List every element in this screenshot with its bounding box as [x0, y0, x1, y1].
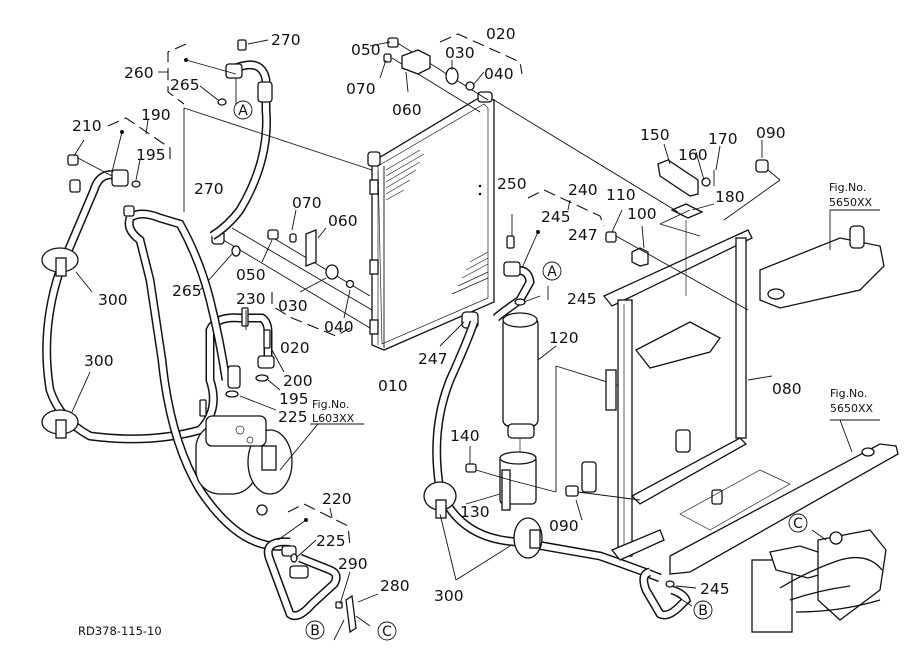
label-195: 195 [136, 146, 166, 164]
label-230: 230 [236, 290, 266, 308]
label-265: 265 [172, 282, 202, 300]
label-245: 245 [700, 580, 730, 598]
label-130: 130 [460, 503, 490, 521]
figure-ref-l603xx[interactable]: Fig.No. L603XX [312, 398, 355, 425]
marker-a-mid-label: A [547, 264, 557, 280]
label-225: 225 [278, 408, 308, 426]
receiver-dryer-120 [502, 312, 539, 458]
hose-discharge [123, 205, 285, 551]
figure-ref-line1: Fig.No. [829, 181, 866, 194]
figure-ref-line2: L603XX [312, 412, 355, 425]
figure-ref-line1: Fig.No. [312, 398, 349, 411]
label-247: 247 [568, 226, 598, 244]
marker-c-left: C [377, 621, 397, 641]
label-245: 245 [541, 208, 571, 226]
label-280: 280 [380, 577, 410, 595]
cable-tie-300-left [41, 247, 79, 439]
figure-ref-5650xx-upper[interactable]: Fig.No. 5650XX [829, 181, 873, 209]
label-247: 247 [418, 350, 448, 368]
label-050: 050 [236, 266, 266, 284]
label-300: 300 [434, 587, 464, 605]
label-020: 020 [486, 25, 516, 43]
label-220: 220 [322, 490, 352, 508]
label-250: 250 [497, 175, 527, 193]
label-245: 245 [567, 290, 597, 308]
label-040: 040 [324, 318, 354, 336]
label-200: 200 [283, 372, 313, 390]
condenser-010 [367, 91, 495, 351]
label-020: 020 [280, 339, 310, 357]
label-030: 030 [445, 44, 475, 62]
label-030: 030 [278, 297, 308, 315]
marker-c-inset-label: C [793, 516, 803, 532]
label-090: 090 [756, 124, 786, 142]
marker-b-left: B [305, 620, 325, 640]
inset-radiator-view [751, 529, 887, 633]
label-265: 265 [170, 76, 200, 94]
cross-member-5650xx-lower [669, 443, 899, 575]
figure-ref-5650xx-lower[interactable]: Fig.No. 5650XX [830, 387, 874, 415]
figure-ref-line2: 5650XX [830, 402, 874, 415]
marker-b-right: B [693, 600, 713, 620]
label-270: 270 [271, 31, 301, 49]
label-140: 140 [450, 427, 480, 445]
figure-ref-line1: Fig.No. [830, 387, 867, 400]
label-120: 120 [549, 329, 579, 347]
marker-c-left-label: C [382, 624, 392, 640]
label-290: 290 [338, 555, 368, 573]
marker-a-mid: A [542, 261, 562, 281]
label-195: 195 [279, 390, 309, 408]
label-300: 300 [98, 291, 128, 309]
marker-b-left-label: B [310, 623, 320, 639]
mid-bracket-group [211, 227, 373, 329]
label-080: 080 [772, 380, 802, 398]
figure-ref-line2: 5650XX [829, 196, 873, 209]
frame-080 [565, 229, 753, 561]
hose-260 [209, 39, 273, 240]
label-090: 090 [549, 517, 579, 535]
label-170: 170 [708, 130, 738, 148]
marker-a-top-label: A [238, 103, 248, 119]
cable-tie-300-bottom [423, 481, 543, 559]
marker-b-right-label: B [698, 603, 708, 619]
label-060: 060 [328, 212, 358, 230]
label-070: 070 [292, 194, 322, 212]
label-100: 100 [627, 205, 657, 223]
label-180: 180 [715, 188, 745, 206]
label-260: 260 [124, 64, 154, 82]
label-010: 010 [378, 377, 408, 395]
label-050: 050 [351, 41, 381, 59]
clamp-130 [465, 451, 537, 511]
label-070: 070 [346, 80, 376, 98]
label-150: 150 [640, 126, 670, 144]
label-110: 110 [606, 186, 636, 204]
marker-c-inset: C [788, 513, 808, 533]
part-labels: 270 260 265 190 210 195 270 070 060 050 … [72, 25, 802, 605]
pipe-end-b [639, 567, 692, 620]
label-210: 210 [72, 117, 102, 135]
drawing-code: RD378-115-10 [78, 624, 162, 638]
label-040: 040 [484, 65, 514, 83]
label-300: 300 [84, 352, 114, 370]
label-060: 060 [392, 101, 422, 119]
cross-member-5650xx-upper [759, 225, 885, 309]
label-160: 160 [678, 146, 708, 164]
label-240: 240 [568, 181, 598, 199]
hose-220 [263, 537, 357, 634]
label-225: 225 [316, 532, 346, 550]
hose-190 [42, 154, 273, 444]
label-270: 270 [194, 180, 224, 198]
label-190: 190 [141, 106, 171, 124]
compressor [195, 399, 293, 516]
marker-a-top: A [233, 100, 253, 120]
